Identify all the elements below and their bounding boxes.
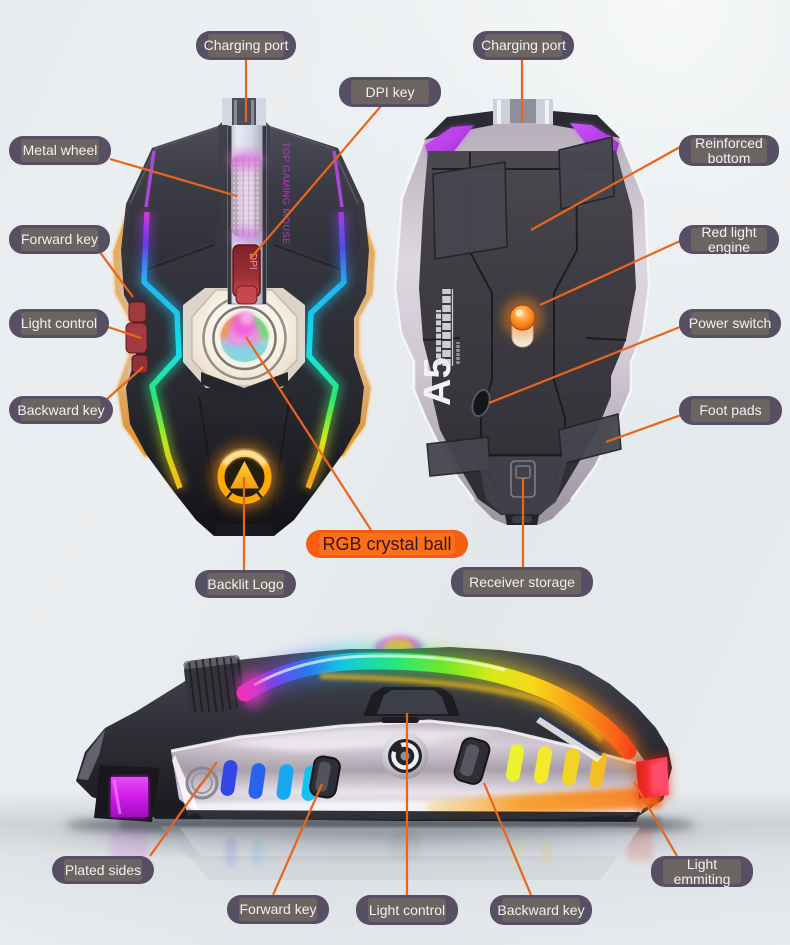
svg-text:DPI: DPI xyxy=(247,253,258,270)
svg-text:TOP GAMING MOUSE: TOP GAMING MOUSE xyxy=(280,142,291,245)
